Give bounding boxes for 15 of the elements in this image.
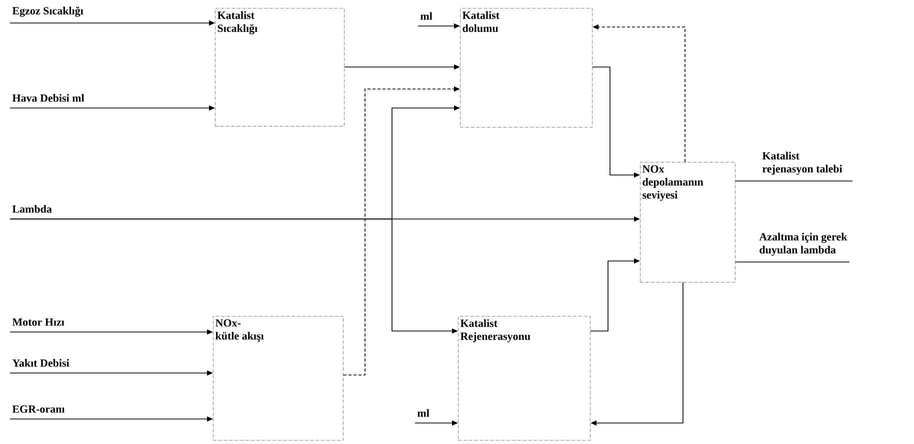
signal-label: Katalist rejenasyon talebi — [762, 152, 842, 175]
process-box: Katalist Sıcaklığı — [215, 8, 344, 126]
signal-label: Motor Hızı — [12, 318, 64, 326]
signal-label: EGR-oranı — [12, 405, 65, 413]
process-box: Katalist dolumu — [460, 8, 592, 128]
process-box: Katalist Rejenerasyonu — [458, 316, 590, 440]
signal-label: ml — [420, 12, 432, 20]
signal-label: Yakıt Debisi — [12, 359, 70, 367]
signal-label: Egzoz Sıcaklığı — [12, 6, 84, 17]
signal-label: Azaltma için gerek duyulan lambda — [759, 232, 848, 256]
process-box: NOx- kütle akışı — [213, 316, 344, 440]
signal-label: Lambda — [12, 205, 52, 213]
signal-label: Hava Debisi ml — [12, 94, 84, 102]
process-box: NOx depolamanın seviyesi — [640, 162, 736, 282]
signal-label: ml — [418, 409, 430, 417]
